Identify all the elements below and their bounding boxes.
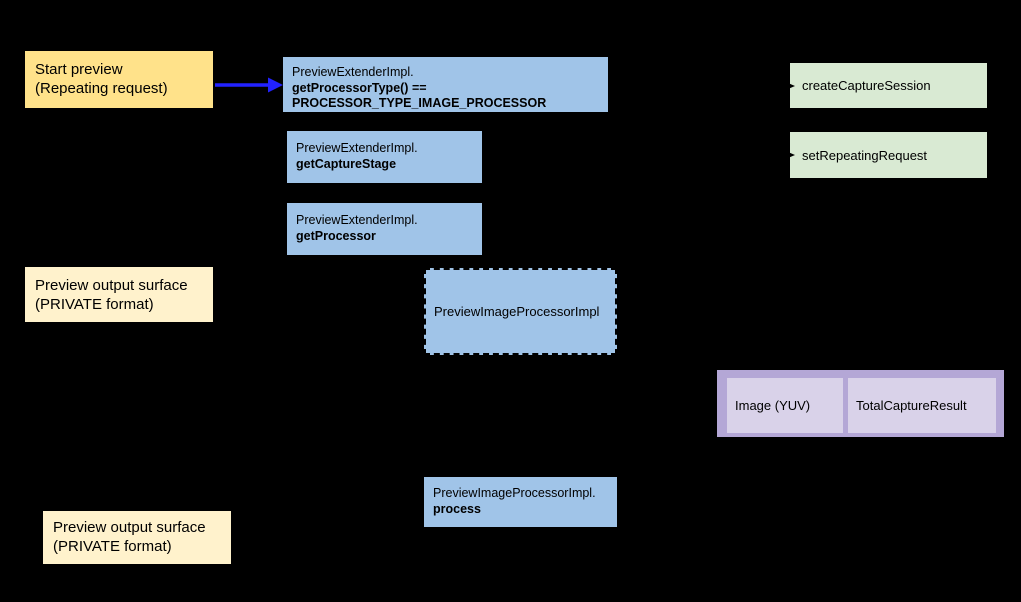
node-image-yuv-label: Image (YUV) (735, 398, 811, 413)
node-total-capture-result-label: TotalCaptureResult (856, 398, 967, 413)
node-preview-output-surface-1-line1: Preview output surface (35, 277, 188, 294)
node-get-processor-type: PreviewExtenderImpl. getProcessorType() … (283, 57, 608, 112)
arrow-start-to-getprocessortype-icon (215, 77, 283, 93)
arrowhead-shape (781, 80, 795, 92)
node-total-capture-result: TotalCaptureResult (848, 378, 996, 433)
arrowhead-set-repeating-request-icon (781, 149, 795, 161)
node-preview-output-surface-2: Preview output surface (PRIVATE format) (43, 511, 231, 564)
node-get-processor-line1: PreviewExtenderImpl. (296, 213, 418, 227)
node-preview-output-surface-1-line2: (PRIVATE format) (35, 296, 154, 313)
node-get-capture-stage: PreviewExtenderImpl. getCaptureStage (287, 131, 482, 183)
node-create-capture-session-label: createCaptureSession (802, 78, 931, 93)
node-get-processor-type-line2: getProcessorType() == (292, 80, 427, 95)
node-get-capture-stage-line2: getCaptureStage (296, 156, 397, 171)
node-image-yuv: Image (YUV) (727, 378, 843, 433)
node-get-processor-line2: getProcessor (296, 228, 376, 243)
node-preview-output-surface-2-line2: (PRIVATE format) (53, 538, 172, 555)
node-process-line1: PreviewImageProcessorImpl. (433, 486, 596, 500)
arrowhead-create-capture-session-icon (781, 80, 795, 92)
node-get-processor: PreviewExtenderImpl. getProcessor (287, 203, 482, 255)
group-capture-output: Image (YUV) TotalCaptureResult (717, 370, 1004, 437)
node-get-processor-type-line1: PreviewExtenderImpl. (292, 65, 414, 79)
node-process: PreviewImageProcessorImpl. process (424, 477, 617, 527)
node-set-repeating-request-label: setRepeatingRequest (802, 147, 928, 163)
node-set-repeating-request: setRepeatingRequest (790, 132, 987, 178)
node-start-preview-line1: Start preview (35, 61, 123, 78)
node-preview-image-processor-label: PreviewImageProcessorImpl (434, 304, 600, 319)
node-process-line2: process (433, 501, 481, 516)
node-get-processor-type-line3: PROCESSOR_TYPE_IMAGE_PROCESSOR (292, 96, 547, 110)
node-preview-output-surface-1: Preview output surface (PRIVATE format) (25, 267, 213, 322)
node-start-preview-line2: (Repeating request) (35, 80, 168, 97)
node-preview-image-processor: PreviewImageProcessorImpl (424, 268, 617, 355)
node-get-capture-stage-line1: PreviewExtenderImpl. (296, 141, 418, 155)
arrowhead-shape (781, 149, 795, 161)
node-start-preview: Start preview (Repeating request) (25, 51, 213, 108)
node-preview-output-surface-2-line1: Preview output surface (53, 519, 206, 536)
arrow-head (268, 77, 283, 93)
node-create-capture-session: createCaptureSession (790, 63, 987, 108)
